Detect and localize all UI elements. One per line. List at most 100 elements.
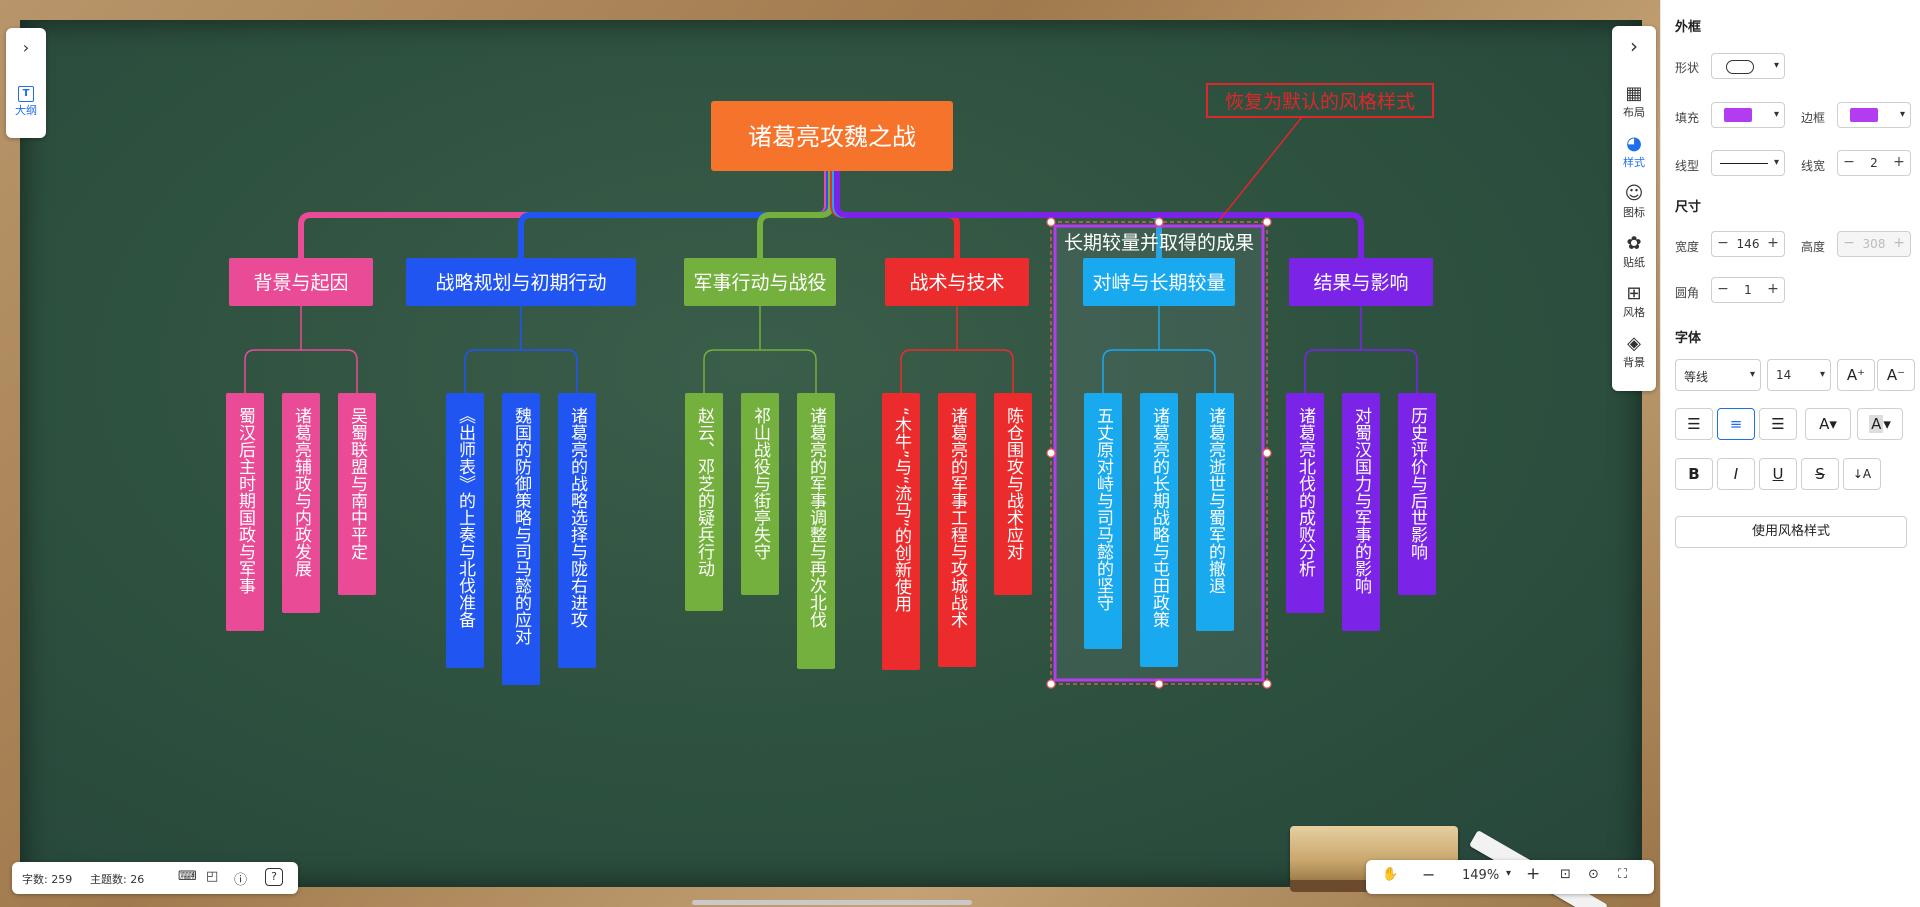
- width-stepper[interactable]: − 146 +: [1711, 231, 1785, 257]
- resize-handle[interactable]: [1262, 679, 1272, 689]
- shape-select[interactable]: ▾: [1711, 53, 1785, 79]
- zoom-in-button[interactable]: +: [1526, 864, 1541, 884]
- border-color-select[interactable]: ▾: [1837, 102, 1911, 128]
- font-color-select[interactable]: A▾: [1805, 408, 1851, 440]
- grid-style-icon: ⊞: [1626, 283, 1642, 304]
- keyboard-icon[interactable]: ⌨: [178, 869, 197, 884]
- decrement-icon[interactable]: −: [1843, 154, 1855, 170]
- fit-screen-icon[interactable]: ⊡: [1560, 867, 1571, 882]
- toolbar-style[interactable]: ◕样式: [1612, 134, 1656, 170]
- child-node[interactable]: [994, 393, 1032, 595]
- annotation-box[interactable]: [1206, 83, 1434, 118]
- child-node[interactable]: [882, 393, 920, 670]
- resize-handle[interactable]: [1262, 217, 1272, 227]
- child-node[interactable]: [558, 393, 596, 668]
- resize-handle[interactable]: [1154, 679, 1164, 689]
- branch-node[interactable]: [406, 258, 636, 306]
- child-node[interactable]: [282, 393, 320, 613]
- height-stepper: − 308 +: [1837, 231, 1911, 257]
- resize-handle[interactable]: [1154, 217, 1164, 227]
- child-node[interactable]: [1084, 393, 1122, 649]
- info-icon[interactable]: ⓘ: [234, 873, 248, 888]
- strikethrough-button[interactable]: S: [1801, 458, 1839, 490]
- align-left-icon[interactable]: ☰: [1675, 408, 1713, 440]
- zoom-out-button[interactable]: −: [1422, 865, 1436, 884]
- font-size-select[interactable]: 14 ▾: [1767, 359, 1831, 391]
- help-icon[interactable]: ?: [265, 868, 283, 886]
- increment-icon[interactable]: +: [1767, 235, 1779, 251]
- branch-node[interactable]: [684, 258, 836, 306]
- toolbar-icon[interactable]: ☺图标: [1612, 184, 1656, 220]
- branch-connector: [757, 171, 834, 258]
- toolbar-layout[interactable]: ▦布局: [1612, 84, 1656, 120]
- align-center-icon[interactable]: ≡: [1717, 408, 1755, 440]
- collapse-chevron-icon[interactable]: ›: [1630, 34, 1638, 58]
- expand-chevron-icon[interactable]: ›: [22, 38, 30, 57]
- child-node[interactable]: [1140, 393, 1178, 667]
- branch-node[interactable]: [229, 258, 373, 306]
- child-node[interactable]: [938, 393, 976, 667]
- outline-label: 大纲: [15, 104, 37, 117]
- child-node[interactable]: [797, 393, 835, 669]
- child-node[interactable]: [1398, 393, 1436, 595]
- decrement-icon[interactable]: −: [1717, 281, 1729, 297]
- horizontal-scrollbar[interactable]: [692, 900, 972, 905]
- child-node-text: 历史评价与后世影响: [1407, 407, 1428, 561]
- highlight-color-select[interactable]: A▾: [1857, 408, 1903, 440]
- zoom-level[interactable]: 149%: [1462, 868, 1500, 883]
- branch-node[interactable]: [885, 258, 1029, 306]
- child-node[interactable]: [741, 393, 779, 595]
- locate-center-icon[interactable]: ⊙: [1588, 867, 1599, 882]
- fullscreen-icon[interactable]: ⛶: [1618, 867, 1628, 882]
- increment-icon[interactable]: +: [1767, 281, 1779, 297]
- align-right-icon[interactable]: ☰: [1759, 408, 1797, 440]
- apply-style-button[interactable]: 使用风格样式: [1675, 516, 1907, 548]
- child-node[interactable]: [1342, 393, 1380, 631]
- outline-button[interactable]: T 大纲: [6, 86, 46, 118]
- increment-icon[interactable]: +: [1893, 154, 1905, 170]
- shape-label: 形状: [1675, 61, 1700, 75]
- child-node-text: 诸葛亮的战略选择与陇右进攻: [567, 407, 588, 628]
- resize-handle[interactable]: [1046, 448, 1056, 458]
- blackboard-canvas[interactable]: 诸葛亮攻魏之战长期较量并取得的成果背景与起因蜀汉后主时期国政与军事诸葛亮辅政与内…: [0, 0, 1660, 907]
- child-node[interactable]: [1196, 393, 1234, 631]
- toolbar-theme[interactable]: ⊞风格: [1612, 284, 1656, 320]
- resize-handle[interactable]: [1262, 448, 1272, 458]
- toolbar-background[interactable]: ◈背景: [1612, 334, 1656, 370]
- decrease-font-button[interactable]: A⁻: [1877, 359, 1915, 391]
- child-node[interactable]: [1286, 393, 1324, 613]
- child-connector: [703, 349, 817, 393]
- resize-handle[interactable]: [1046, 217, 1056, 227]
- child-node[interactable]: [446, 393, 484, 668]
- radius-label: 圆角: [1675, 286, 1700, 300]
- child-node[interactable]: [502, 393, 540, 685]
- child-node[interactable]: [338, 393, 376, 595]
- fill-color-swatch: [1724, 108, 1752, 122]
- line-width-label: 线宽: [1801, 159, 1826, 173]
- zoom-dropdown-icon[interactable]: ▾: [1506, 868, 1512, 879]
- branch-node[interactable]: [1289, 258, 1433, 306]
- outline-icon: T: [18, 86, 34, 102]
- fill-color-select[interactable]: ▾: [1711, 102, 1785, 128]
- text-direction-icon[interactable]: ↓A: [1843, 458, 1881, 490]
- line-type-select[interactable]: ▾: [1711, 150, 1785, 176]
- line-width-stepper[interactable]: − 2 +: [1837, 150, 1911, 176]
- annotation-text: 恢复为默认的风格样式: [1225, 91, 1415, 113]
- child-node[interactable]: [226, 393, 264, 631]
- child-node[interactable]: [685, 393, 723, 611]
- toolbar-sticker[interactable]: ✿贴纸: [1612, 234, 1656, 270]
- resize-handle[interactable]: [1046, 679, 1056, 689]
- italic-button[interactable]: I: [1717, 458, 1755, 490]
- branch-node[interactable]: [1083, 258, 1235, 306]
- font-family-select[interactable]: 等线 ▾: [1675, 359, 1761, 391]
- increase-font-button[interactable]: A⁺: [1837, 359, 1875, 391]
- summary-label[interactable]: 长期较量并取得的成果: [1064, 232, 1254, 254]
- hand-icon[interactable]: ✋: [1382, 867, 1399, 882]
- mindmap[interactable]: 诸葛亮攻魏之战长期较量并取得的成果背景与起因蜀汉后主时期国政与军事诸葛亮辅政与内…: [0, 0, 1660, 907]
- root-node[interactable]: [711, 101, 953, 171]
- radius-stepper[interactable]: − 1 +: [1711, 277, 1785, 303]
- minimap-icon[interactable]: ◰: [206, 869, 219, 884]
- underline-button[interactable]: U: [1759, 458, 1797, 490]
- bold-button[interactable]: B: [1675, 458, 1713, 490]
- decrement-icon[interactable]: −: [1717, 235, 1729, 251]
